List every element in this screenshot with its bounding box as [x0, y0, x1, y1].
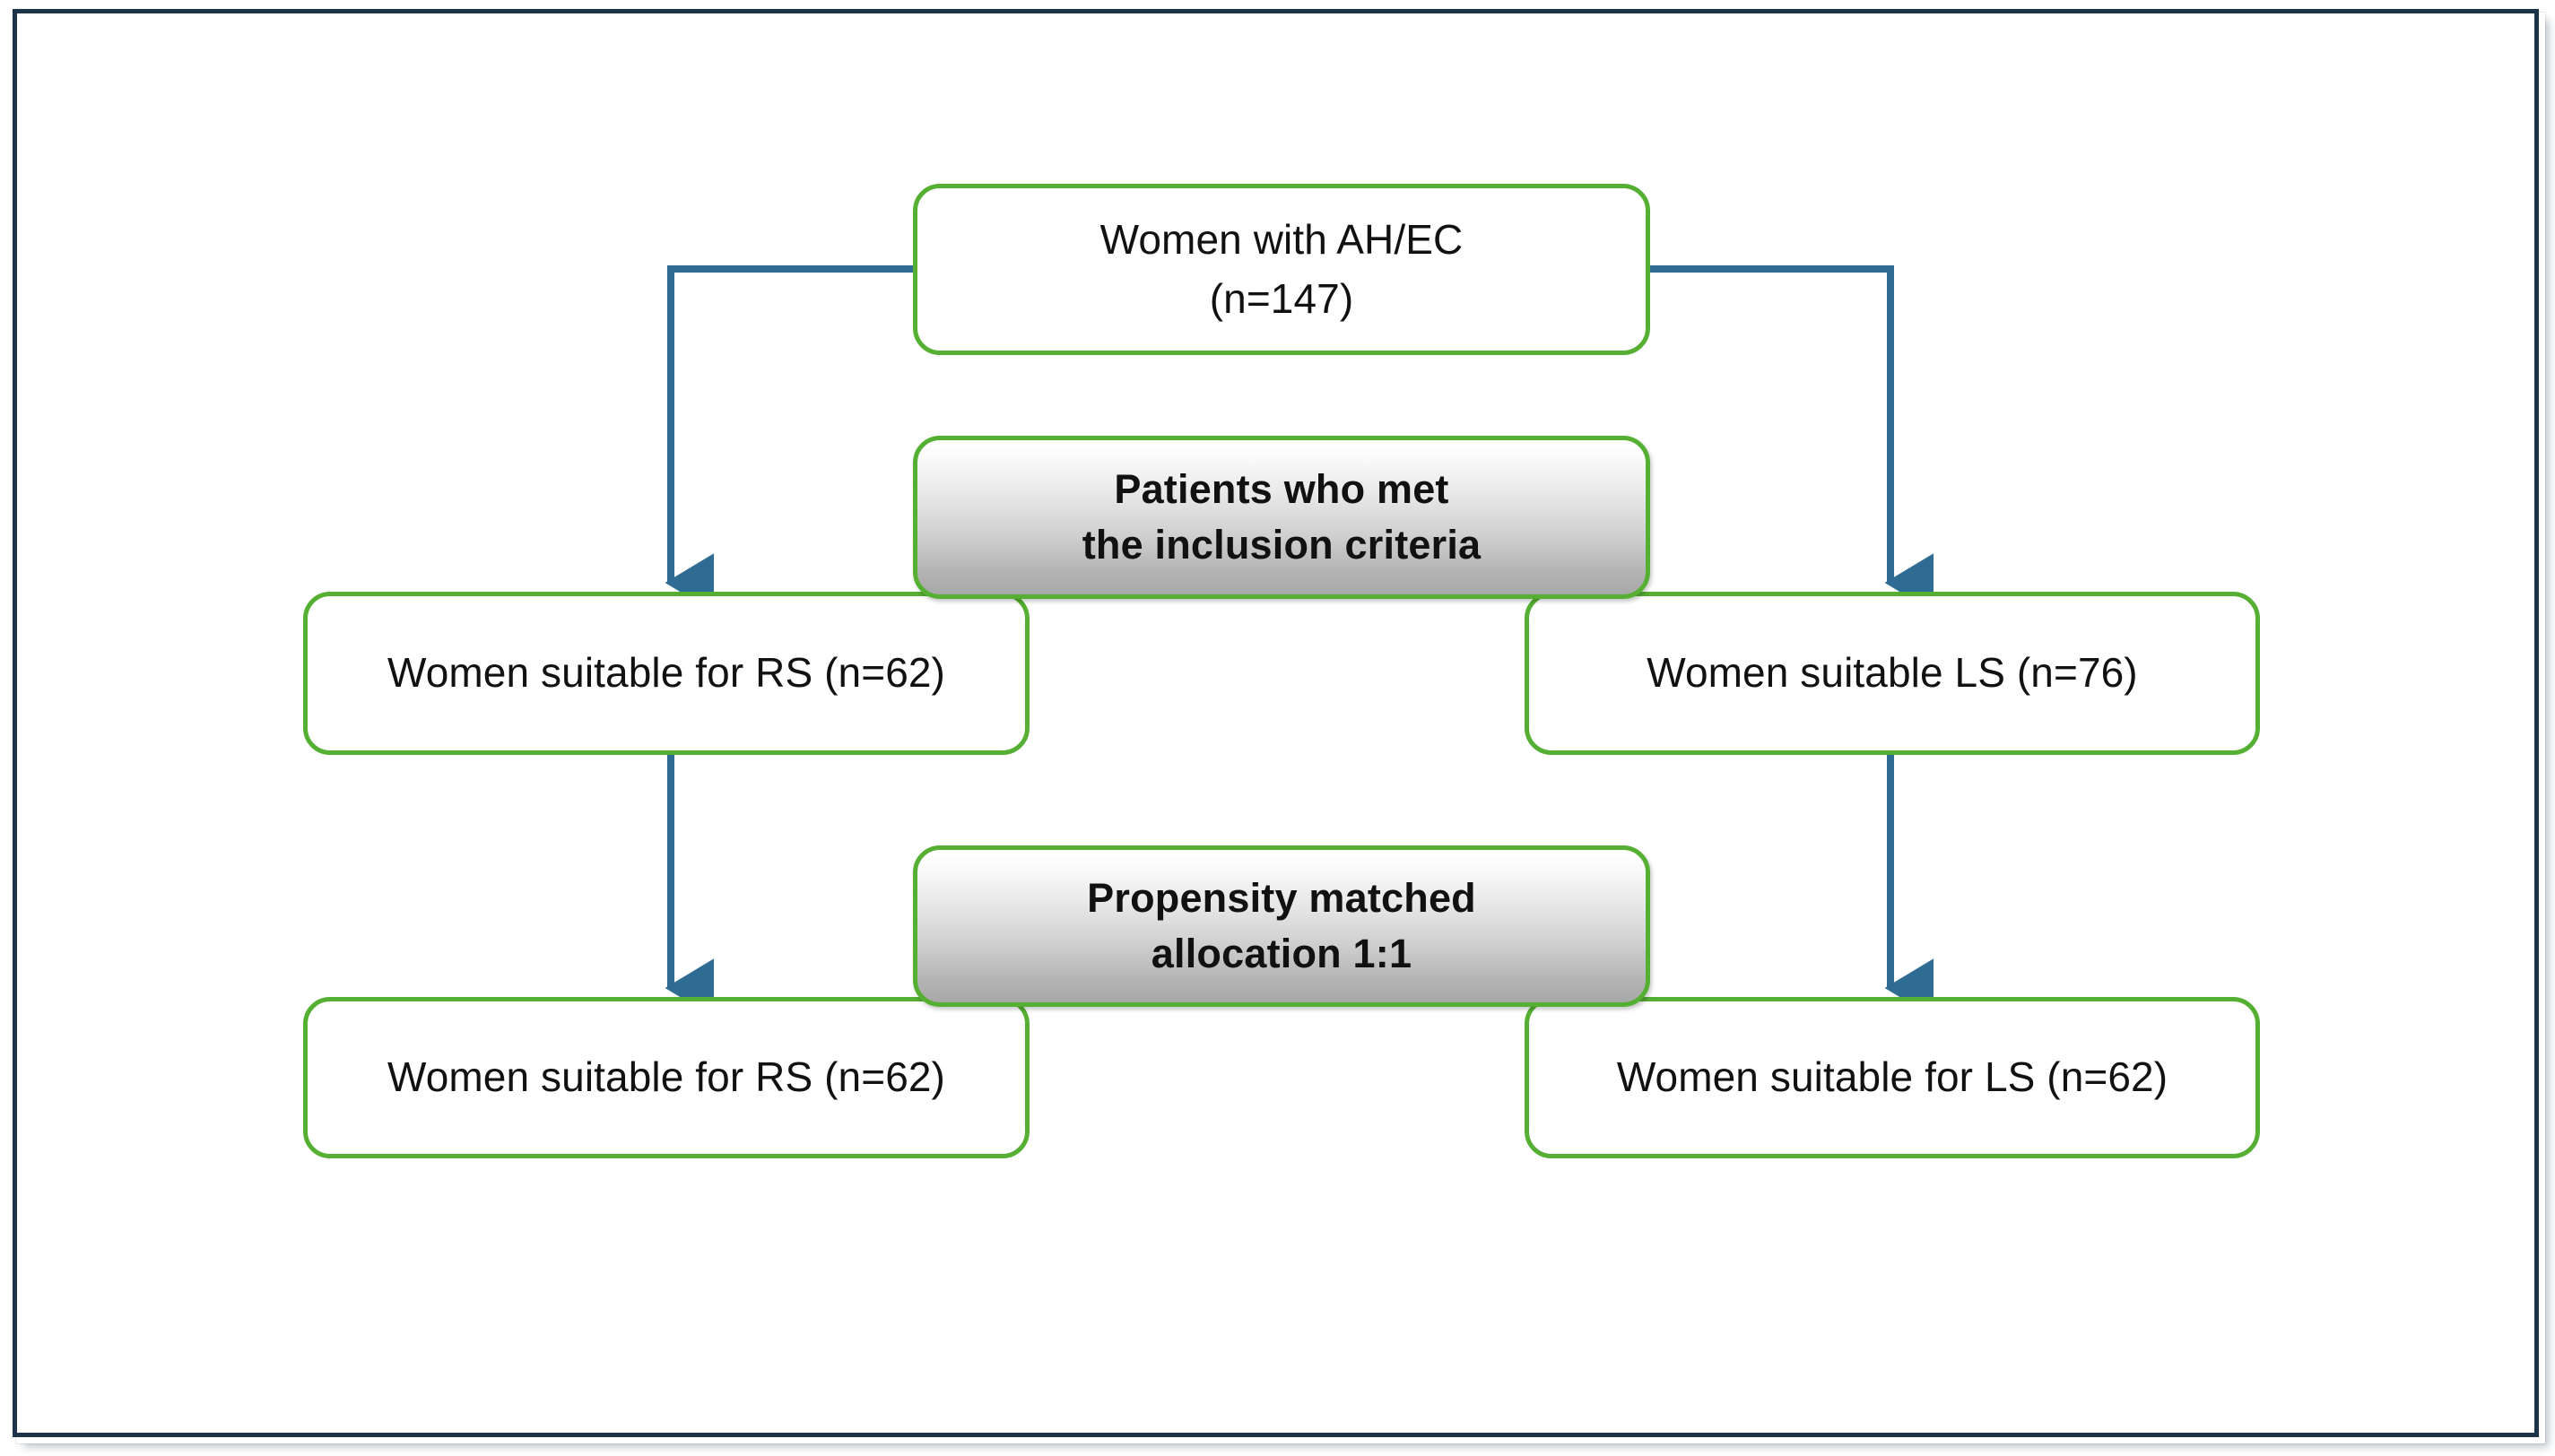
node-ls-eligible-label: Women suitable LS (n=76) [1647, 649, 2138, 697]
node-inclusion-criteria[interactable]: Patients who met the inclusion criteria [913, 436, 1650, 599]
node-source-population-label: Women with AH/EC (n=147) [1099, 216, 1464, 322]
node-ls-eligible[interactable]: Women suitable LS (n=76) [1525, 592, 2260, 755]
node-propensity-matched-allocation-label: Propensity matched allocation 1:1 [1087, 874, 1476, 976]
node-rs-matched[interactable]: Women suitable for RS (n=62) [303, 997, 1030, 1158]
node-ls-matched[interactable]: Women suitable for LS (n=62) [1525, 997, 2260, 1158]
node-propensity-matched-allocation[interactable]: Propensity matched allocation 1:1 [913, 845, 1650, 1007]
node-inclusion-criteria-label: Patients who met the inclusion criteria [1082, 465, 1482, 568]
node-source-population[interactable]: Women with AH/EC (n=147) [913, 184, 1650, 355]
node-rs-matched-label: Women suitable for RS (n=62) [387, 1053, 945, 1101]
node-rs-eligible-label: Women suitable for RS (n=62) [387, 649, 945, 697]
node-rs-eligible[interactable]: Women suitable for RS (n=62) [303, 592, 1030, 755]
node-ls-matched-label: Women suitable for LS (n=62) [1616, 1053, 2168, 1101]
